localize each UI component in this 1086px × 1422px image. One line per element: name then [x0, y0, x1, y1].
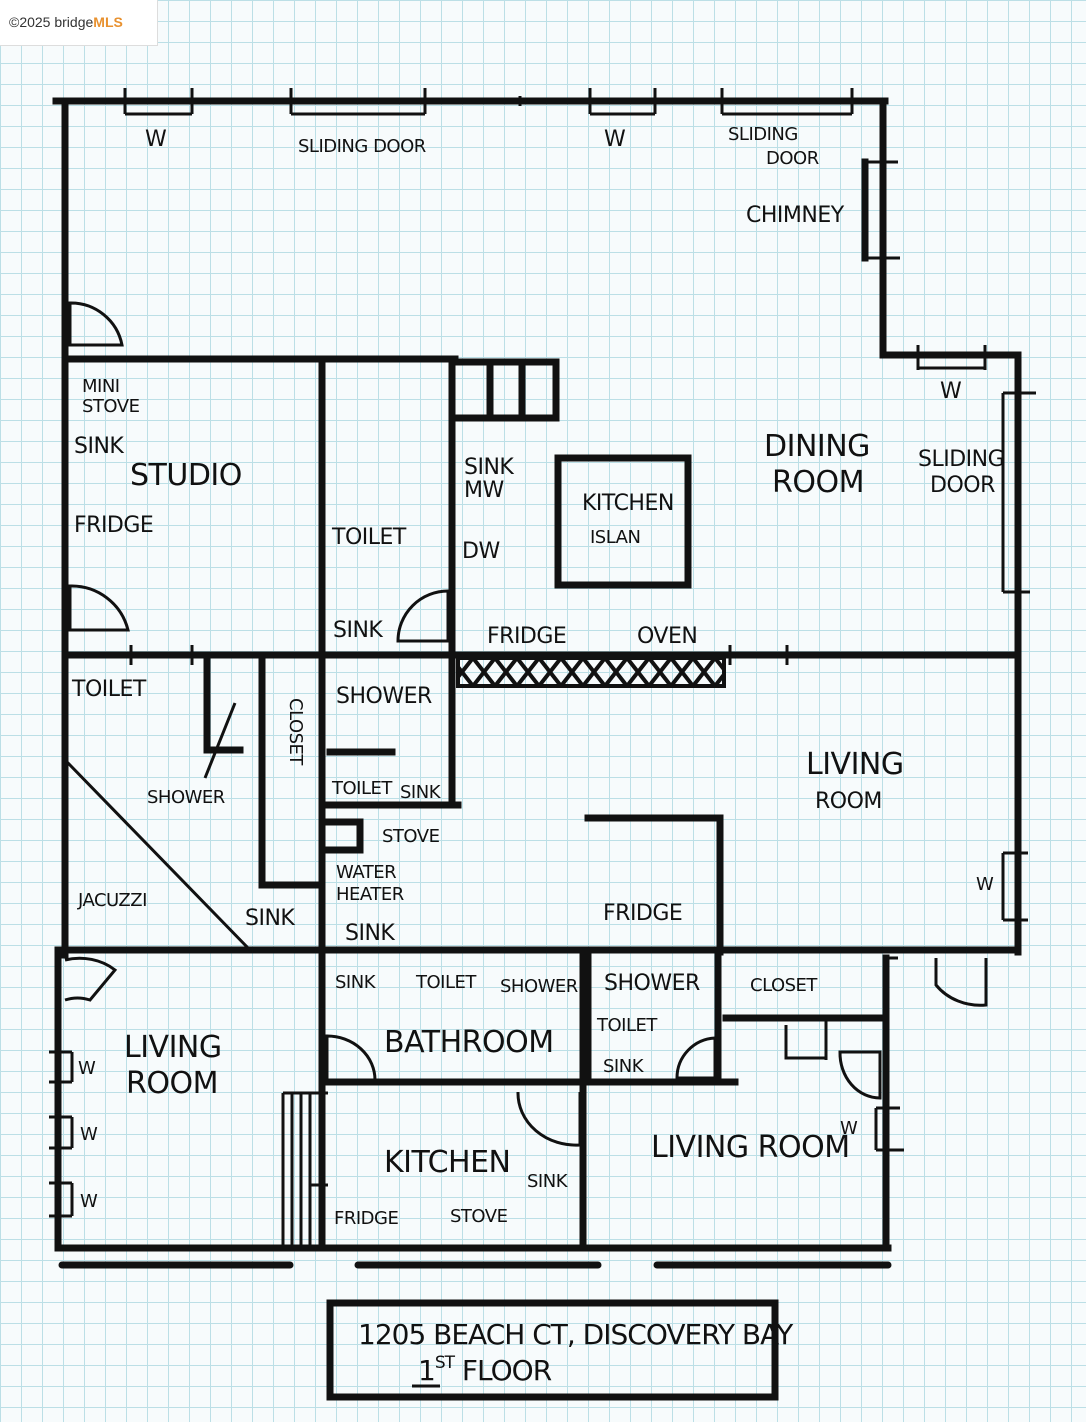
- dining-room-1: DINING: [764, 429, 870, 464]
- w-lower-right: W: [840, 1118, 858, 1139]
- toilet-mid: TOILET: [331, 525, 407, 550]
- w-top-1: W: [145, 127, 167, 152]
- toilet-small: TOILET: [596, 1015, 658, 1036]
- title-box: [326, 1299, 779, 1401]
- kitchen-island: [554, 454, 692, 589]
- studio-label: STUDIO: [130, 458, 242, 493]
- oven-label: OVEN: [637, 624, 697, 649]
- sink-studio: SINK: [74, 434, 124, 459]
- sink-lower-mid: SINK: [345, 921, 395, 946]
- stove-kitchen-lower: STOVE: [450, 1206, 508, 1227]
- sink-mid: SINK: [333, 618, 383, 643]
- mini-stove-1: MINI: [82, 376, 120, 397]
- w-right-lower: W: [976, 874, 994, 895]
- kitchen-island-2: ISLAN: [590, 527, 640, 548]
- fridge-kitchen-lower: FRIDGE: [334, 1208, 398, 1229]
- doors: [64, 301, 988, 1147]
- living-room-left-2: ROOM: [126, 1066, 218, 1101]
- shower-small: SHOWER: [604, 971, 700, 996]
- shower-mid: SHOWER: [336, 684, 432, 709]
- sink-kitchen: SINK: [464, 455, 514, 480]
- stove-mid: STOVE: [382, 826, 440, 847]
- title-floor-num: 1: [418, 1354, 435, 1387]
- living-room-lower: LIVING ROOM: [651, 1130, 850, 1165]
- living-room-left-1: LIVING: [124, 1030, 222, 1065]
- closet-vertical: CLOSET: [285, 698, 306, 766]
- sliding-door-right-1: SLIDING: [918, 447, 1004, 472]
- sliding-door-top-right-1: SLIDING: [728, 124, 798, 145]
- w-right-upper: W: [940, 379, 962, 404]
- living-room-right-1: LIVING: [806, 747, 904, 782]
- water-heater-2: HEATER: [336, 884, 404, 905]
- title-floor-sup: ST: [435, 1353, 456, 1373]
- thin-details: [49, 88, 1036, 1245]
- title-address: 1205 BEACH CT, DISCOVERY BAY: [358, 1318, 794, 1351]
- bathroom-label: BATHROOM: [384, 1025, 554, 1060]
- shower-left: SHOWER: [147, 787, 225, 808]
- toilet-left: TOILET: [71, 677, 147, 702]
- sink-small: SINK: [603, 1056, 645, 1077]
- sliding-door-top: SLIDING DOOR: [298, 136, 426, 157]
- kitchen-island-1: KITCHEN: [582, 491, 674, 516]
- dw-label: DW: [462, 539, 500, 564]
- w-top-2: W: [604, 127, 626, 152]
- toilet-bath2: TOILET: [331, 778, 393, 799]
- dining-room-2: ROOM: [772, 465, 864, 500]
- labels: W SLIDING DOOR W SLIDING DOOR CHIMNEY W …: [71, 124, 1005, 1229]
- toilet-bathroom: TOILET: [415, 972, 477, 993]
- cabinet-hatch: [456, 656, 726, 688]
- closet-right: CLOSET: [750, 975, 818, 996]
- sink-bath2: SINK: [400, 782, 442, 803]
- mini-stove-2: STOVE: [82, 396, 140, 417]
- mw-label: MW: [464, 478, 504, 503]
- fridge-kitchen: FRIDGE: [487, 624, 566, 649]
- water-heater-1: WATER: [336, 862, 396, 883]
- w-left-3: W: [80, 1191, 98, 1212]
- fridge-studio: FRIDGE: [74, 513, 153, 538]
- title-floor-rest: FLOOR: [454, 1354, 552, 1387]
- sink-kitchen-lower: SINK: [527, 1171, 569, 1192]
- w-left-1: W: [78, 1058, 96, 1079]
- sink-bathroom: SINK: [335, 972, 377, 993]
- title-floor: 1ST FLOOR: [418, 1353, 552, 1387]
- fridge-lower: FRIDGE: [603, 901, 682, 926]
- sliding-door-right-2: DOOR: [930, 473, 995, 498]
- w-left-2: W: [80, 1124, 98, 1145]
- title: 1205 BEACH CT, DISCOVERY BAY 1ST FLOOR: [358, 1318, 795, 1388]
- watermark-brand: MLS: [93, 14, 123, 30]
- living-room-right-2: ROOM: [815, 789, 882, 814]
- kitchen-lower: KITCHEN: [384, 1145, 511, 1180]
- shower-bathroom: SHOWER: [500, 976, 578, 997]
- watermark-prefix: ©2025 bridge: [9, 14, 94, 30]
- jacuzzi-label: JACUZZI: [77, 890, 147, 911]
- chimney-label: CHIMNEY: [746, 203, 845, 228]
- sliding-door-top-right-2: DOOR: [766, 148, 819, 169]
- watermark: ©2025 bridgeMLS: [0, 0, 158, 46]
- sink-jacuzzi: SINK: [245, 906, 295, 931]
